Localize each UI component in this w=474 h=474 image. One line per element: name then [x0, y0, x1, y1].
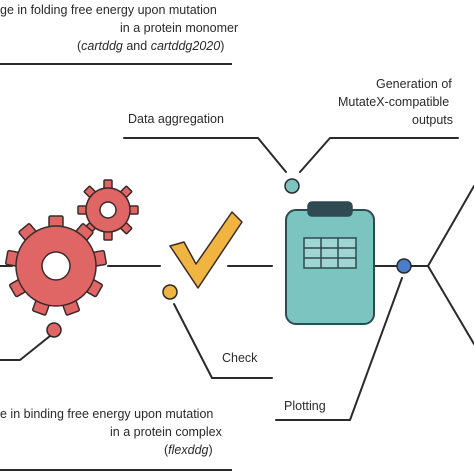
tool-flexddg: flexddg [168, 443, 208, 457]
connector-red-node [0, 335, 51, 361]
connector-fanout [427, 185, 474, 345]
connector-plotting [275, 277, 403, 421]
checkmark-icon [169, 211, 243, 289]
top-block-line1: ge in folding free energy upon mutation [0, 3, 217, 17]
bottom-text-block: e in binding free energy upon mutation i… [0, 407, 232, 471]
label-data-aggregation: Data aggregation [128, 112, 224, 126]
label-generation-line1: Generation of [376, 77, 452, 91]
node-plotting [396, 258, 412, 274]
tool-cartddg: cartddg [81, 39, 123, 53]
tool-cartddg2020: cartddg2020 [151, 39, 221, 53]
label-generation-line3: outputs [412, 113, 453, 127]
top-block-line3: (cartddg and cartddg2020) [77, 39, 224, 53]
label-generation-line2: MutateX-compatible [338, 95, 449, 109]
bottom-block-line3: (flexddg) [164, 443, 213, 457]
label-check: Check [222, 351, 258, 365]
gear-icon [77, 179, 139, 241]
label-plotting: Plotting [284, 399, 326, 413]
bottom-block-line2: in a protein complex [110, 425, 223, 439]
clipboard-table-icon [303, 237, 357, 269]
node-data-aggregation [284, 178, 300, 194]
connector-data-aggregation [123, 137, 287, 173]
bottom-block-line1: e in binding free energy upon mutation [0, 407, 213, 421]
top-text-block: ge in folding free energy upon mutation … [0, 3, 238, 65]
connector-generation [299, 137, 459, 173]
top-block-line2: in a protein monomer [120, 21, 238, 35]
connector-lines [0, 137, 474, 421]
clipboard-icon [285, 201, 375, 325]
gear-icon [5, 215, 107, 316]
connector-check [173, 303, 273, 379]
node-gear [46, 322, 62, 338]
node-check [162, 284, 178, 300]
